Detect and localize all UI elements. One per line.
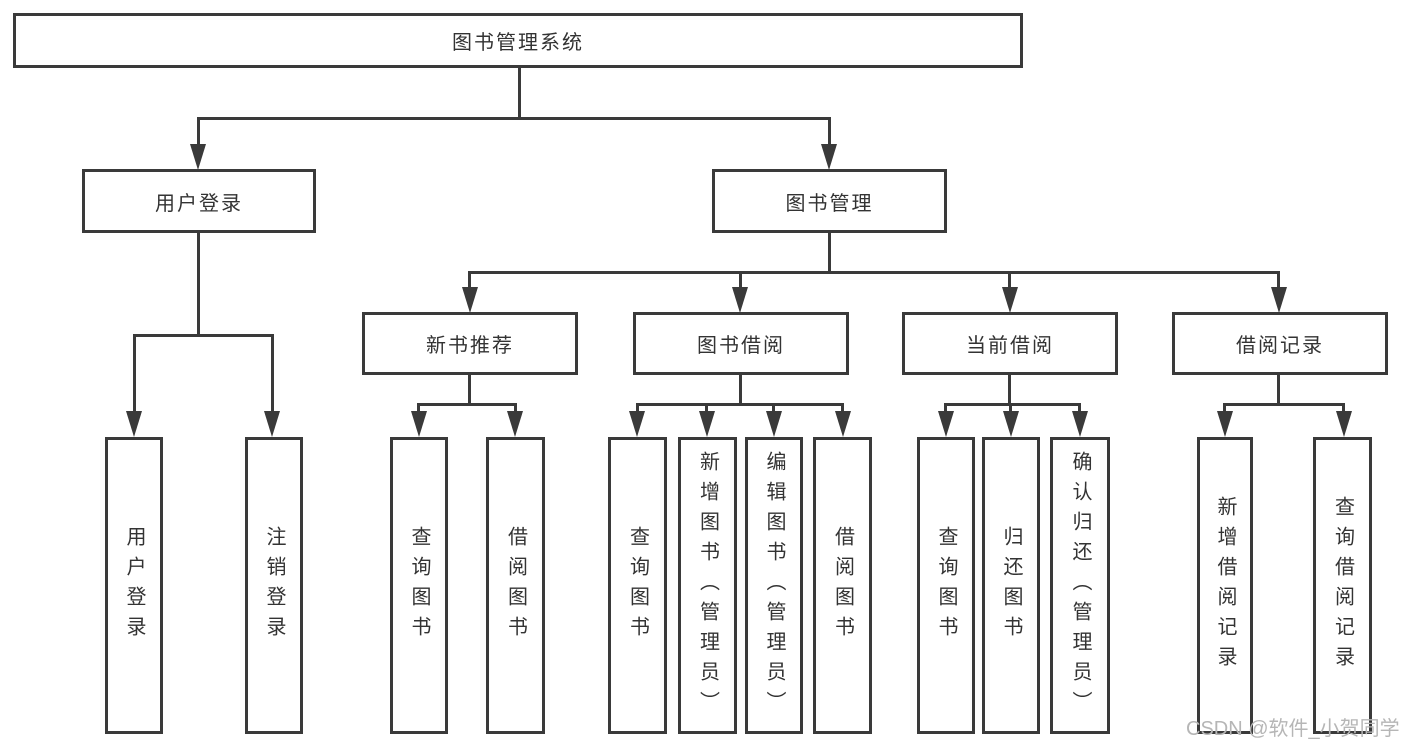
connector-line [944,403,1081,406]
node-book-management: 图书管理 [712,169,947,233]
connector-line [468,271,471,291]
arrowhead-icon [699,411,715,437]
leaf-borrow-books: 借阅图书 [486,437,545,734]
leaf-label: 查询借阅记录 [1331,495,1354,676]
connector-line [739,375,742,406]
arrowhead-icon [938,411,954,437]
leaf-logout: 注销登录 [245,437,303,734]
node-library-management-system: 图书管理系统 [13,13,1023,68]
connector-line [772,403,775,417]
arrowhead-icon [629,411,645,437]
arrowhead-icon [507,411,523,437]
connector-line [841,403,844,417]
connector-line [636,403,844,406]
connector-line [739,271,742,291]
connector-line [636,403,639,417]
arrowhead-icon [411,411,427,437]
arrowhead-icon [835,411,851,437]
leaf-label: 归还图书 [1000,525,1022,646]
leaf-label: 新增借阅记录 [1214,495,1236,676]
connector-line [518,68,521,119]
csdn-watermark: CSDN @软件_小贺同学 [1186,718,1400,740]
leaf-label: 用户登录 [123,525,145,646]
arrowhead-icon [1003,411,1019,437]
leaf-label: 确认归还（管理员） [1069,450,1091,721]
connector-line [828,117,831,150]
arrowhead-icon [732,287,748,313]
node-new-book-recommendation: 新书推荐 [362,312,578,375]
leaf-query-books: 查询图书 [917,437,975,734]
connector-line [197,117,200,150]
connector-line [944,403,947,417]
connector-line [1342,403,1345,417]
leaf-label: 查询图书 [935,525,957,646]
node-current-borrowing: 当前借阅 [902,312,1118,375]
arrowhead-icon [1271,287,1287,313]
leaf-query-borrow-record: 查询借阅记录 [1313,437,1372,734]
connector-line [133,334,274,337]
connector-line [1277,375,1280,406]
node-user-login: 用户登录 [82,169,316,233]
arrowhead-icon [766,411,782,437]
leaf-borrow-books: 借阅图书 [813,437,872,734]
leaf-label: 编辑图书（管理员） [763,450,785,721]
arrowhead-icon [190,144,206,170]
connector-line [1008,375,1011,406]
leaf-query-books: 查询图书 [390,437,448,734]
leaf-label: 查询图书 [408,525,430,646]
leaf-user-login: 用户登录 [105,437,163,734]
arrowhead-icon [264,411,280,437]
connector-line [197,233,200,337]
connector-line [1008,271,1011,291]
leaf-label: 新增图书（管理员） [696,450,719,721]
arrowhead-icon [1336,411,1352,437]
connector-line [1223,403,1345,406]
connector-line [1223,403,1226,417]
connector-line [133,334,136,414]
connector-line [828,233,831,274]
arrowhead-icon [462,287,478,313]
leaf-label: 借阅图书 [504,525,527,646]
leaf-return-books: 归还图书 [982,437,1040,734]
leaf-label: 借阅图书 [831,525,854,646]
leaf-label: 查询图书 [626,525,649,646]
leaf-confirm-return-admin: 确认归还（管理员） [1050,437,1110,734]
connector-line [1009,403,1012,417]
leaf-edit-book-admin: 编辑图书（管理员） [745,437,803,734]
arrowhead-icon [1072,411,1088,437]
connector-line [417,403,420,417]
connector-line [705,403,708,417]
arrowhead-icon [126,411,142,437]
connector-line [271,334,274,414]
leaf-label: 注销登录 [263,525,285,646]
leaf-add-book-admin: 新增图书（管理员） [678,437,737,734]
connector-line [197,117,831,120]
connector-line [468,271,1279,274]
connector-line [417,403,517,406]
leaf-add-borrow-record: 新增借阅记录 [1197,437,1253,734]
node-book-borrowing: 图书借阅 [633,312,849,375]
node-borrowing-records: 借阅记录 [1172,312,1388,375]
arrowhead-icon [1002,287,1018,313]
arrowhead-icon [1217,411,1233,437]
leaf-query-books: 查询图书 [608,437,667,734]
connector-line [514,403,517,417]
connector-line [1078,403,1081,417]
arrowhead-icon [821,144,837,170]
connector-line [468,375,471,406]
connector-line [1277,271,1280,291]
